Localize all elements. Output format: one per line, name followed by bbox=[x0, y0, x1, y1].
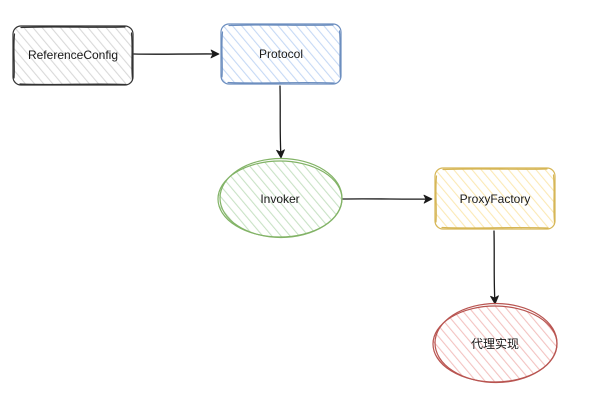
node-proxyfactory: ProxyFactory bbox=[434, 167, 556, 230]
node-label-protocol: Protocol bbox=[259, 47, 303, 61]
node-proxy-impl: 代理实现 bbox=[432, 302, 558, 384]
node-protocol: Protocol bbox=[220, 23, 342, 85]
node-label-proxy-impl: 代理实现 bbox=[471, 336, 519, 351]
node-label-referenceconfig: ReferenceConfig bbox=[28, 48, 118, 62]
node-label-invoker: Invoker bbox=[260, 192, 299, 206]
node-label-proxyfactory: ProxyFactory bbox=[460, 192, 531, 206]
node-referenceconfig: ReferenceConfig bbox=[12, 25, 134, 86]
edge-protocol-to-invoker bbox=[276, 85, 285, 159]
edge-proxyfactory-to-proxy-impl bbox=[490, 230, 499, 305]
edges bbox=[133, 49, 499, 305]
node-invoker: Invoker bbox=[217, 157, 343, 239]
